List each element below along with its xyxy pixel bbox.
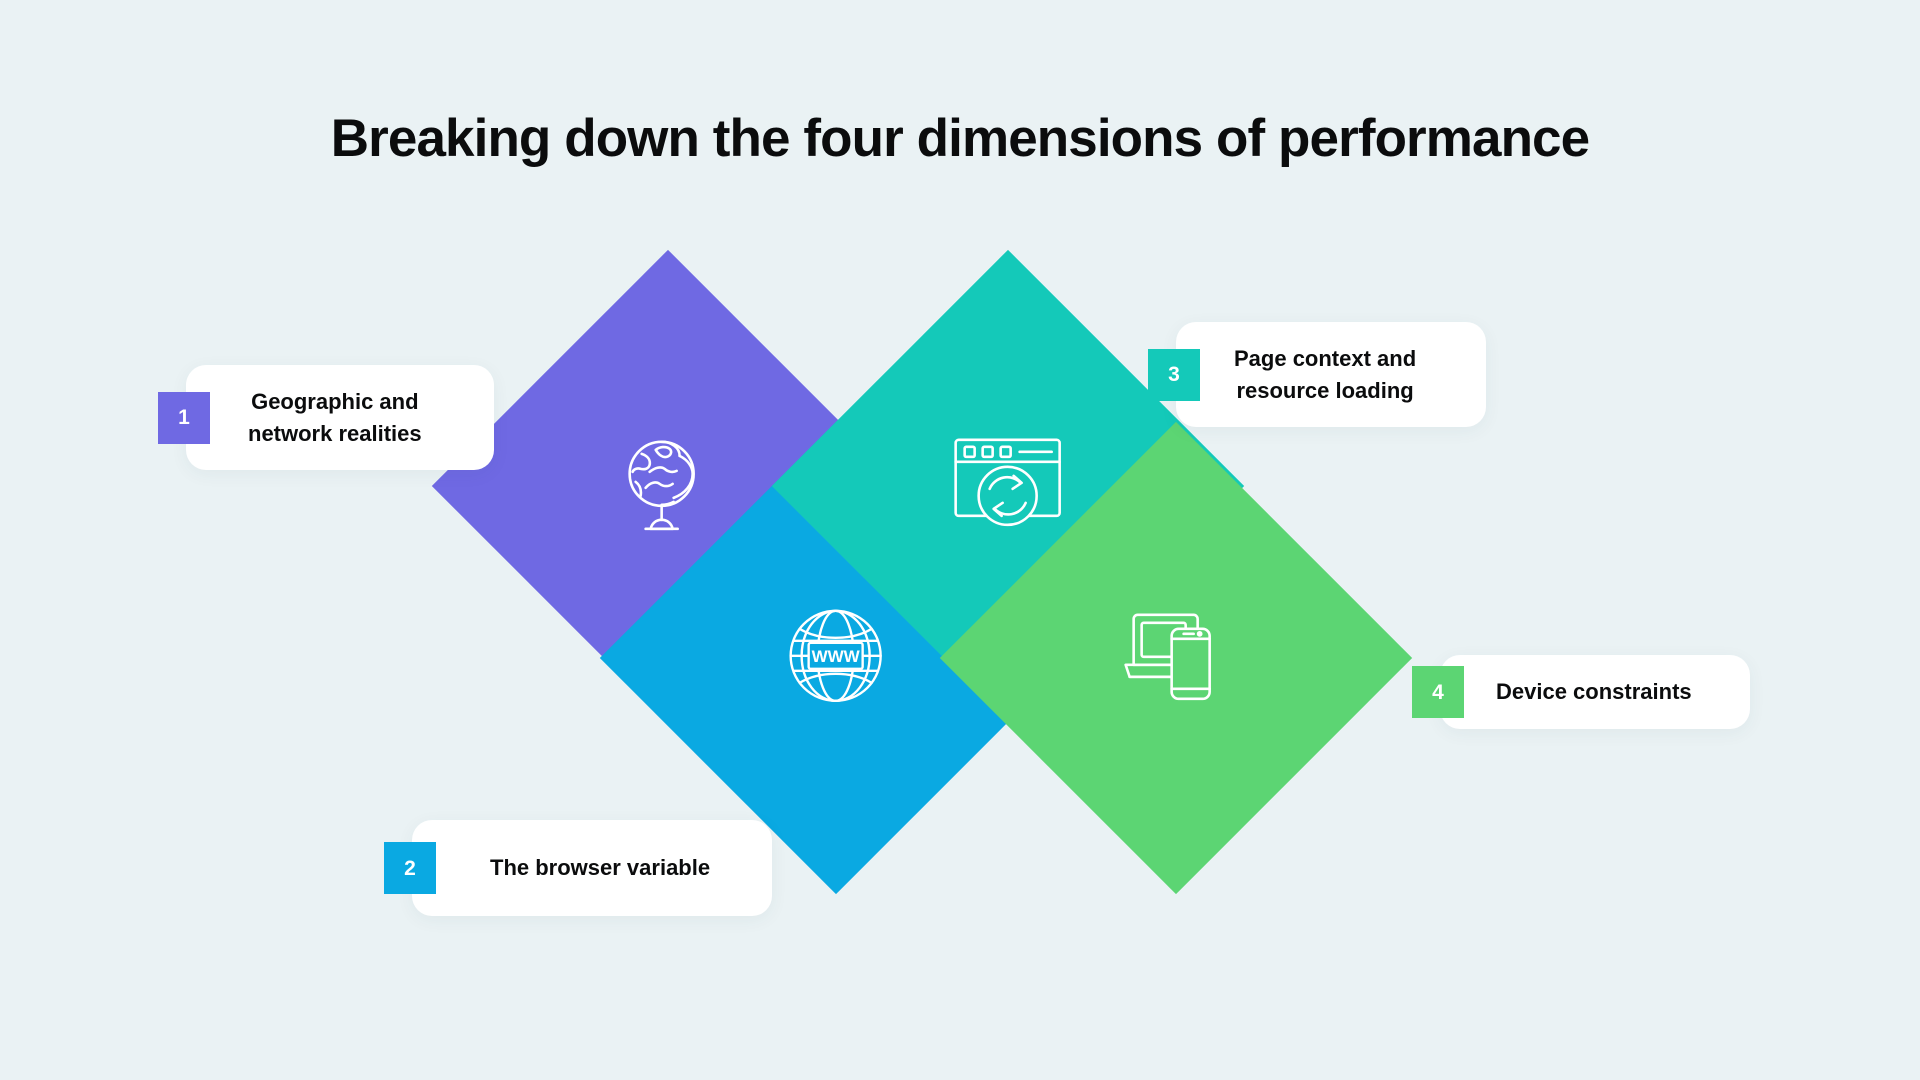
label-card-4[interactable]: 4 Device constraints [1412, 655, 1750, 729]
label-card-1[interactable]: 1 Geographic and network realities [158, 365, 494, 470]
browser-refresh-icon [950, 432, 1066, 541]
label-card-4-text: Device constraints [1496, 679, 1692, 705]
label-card-2-text: The browser variable [490, 855, 711, 881]
www-globe-icon: WWW [778, 598, 894, 719]
badge-number-4: 4 [1412, 666, 1464, 718]
label-card-3-text: Page context and resource loading [1234, 346, 1417, 403]
label-card-2[interactable]: 2 The browser variable [384, 820, 772, 916]
diamond-geographic-network[interactable] [431, 249, 905, 723]
badge-number-1: 1 [158, 391, 210, 444]
laptop-smartphone-icon [1120, 607, 1232, 710]
svg-text:WWW: WWW [812, 647, 861, 666]
diamond-device-constraints[interactable] [939, 421, 1413, 895]
badge-number-3: 3 [1148, 348, 1200, 401]
diamond-grid: WWW [431, 249, 1427, 895]
page-title: Breaking down the four dimensions of per… [330, 109, 1590, 168]
diamond-page-context-resources[interactable] [771, 249, 1245, 723]
desk-globe-icon [612, 428, 724, 545]
label-card-3[interactable]: 3 Page context and resource loading [1148, 322, 1486, 427]
badge-number-2: 2 [384, 842, 436, 894]
label-card-1-text: Geographic and network realities [248, 389, 422, 446]
diamond-browser-variable[interactable]: WWW [599, 421, 1073, 895]
